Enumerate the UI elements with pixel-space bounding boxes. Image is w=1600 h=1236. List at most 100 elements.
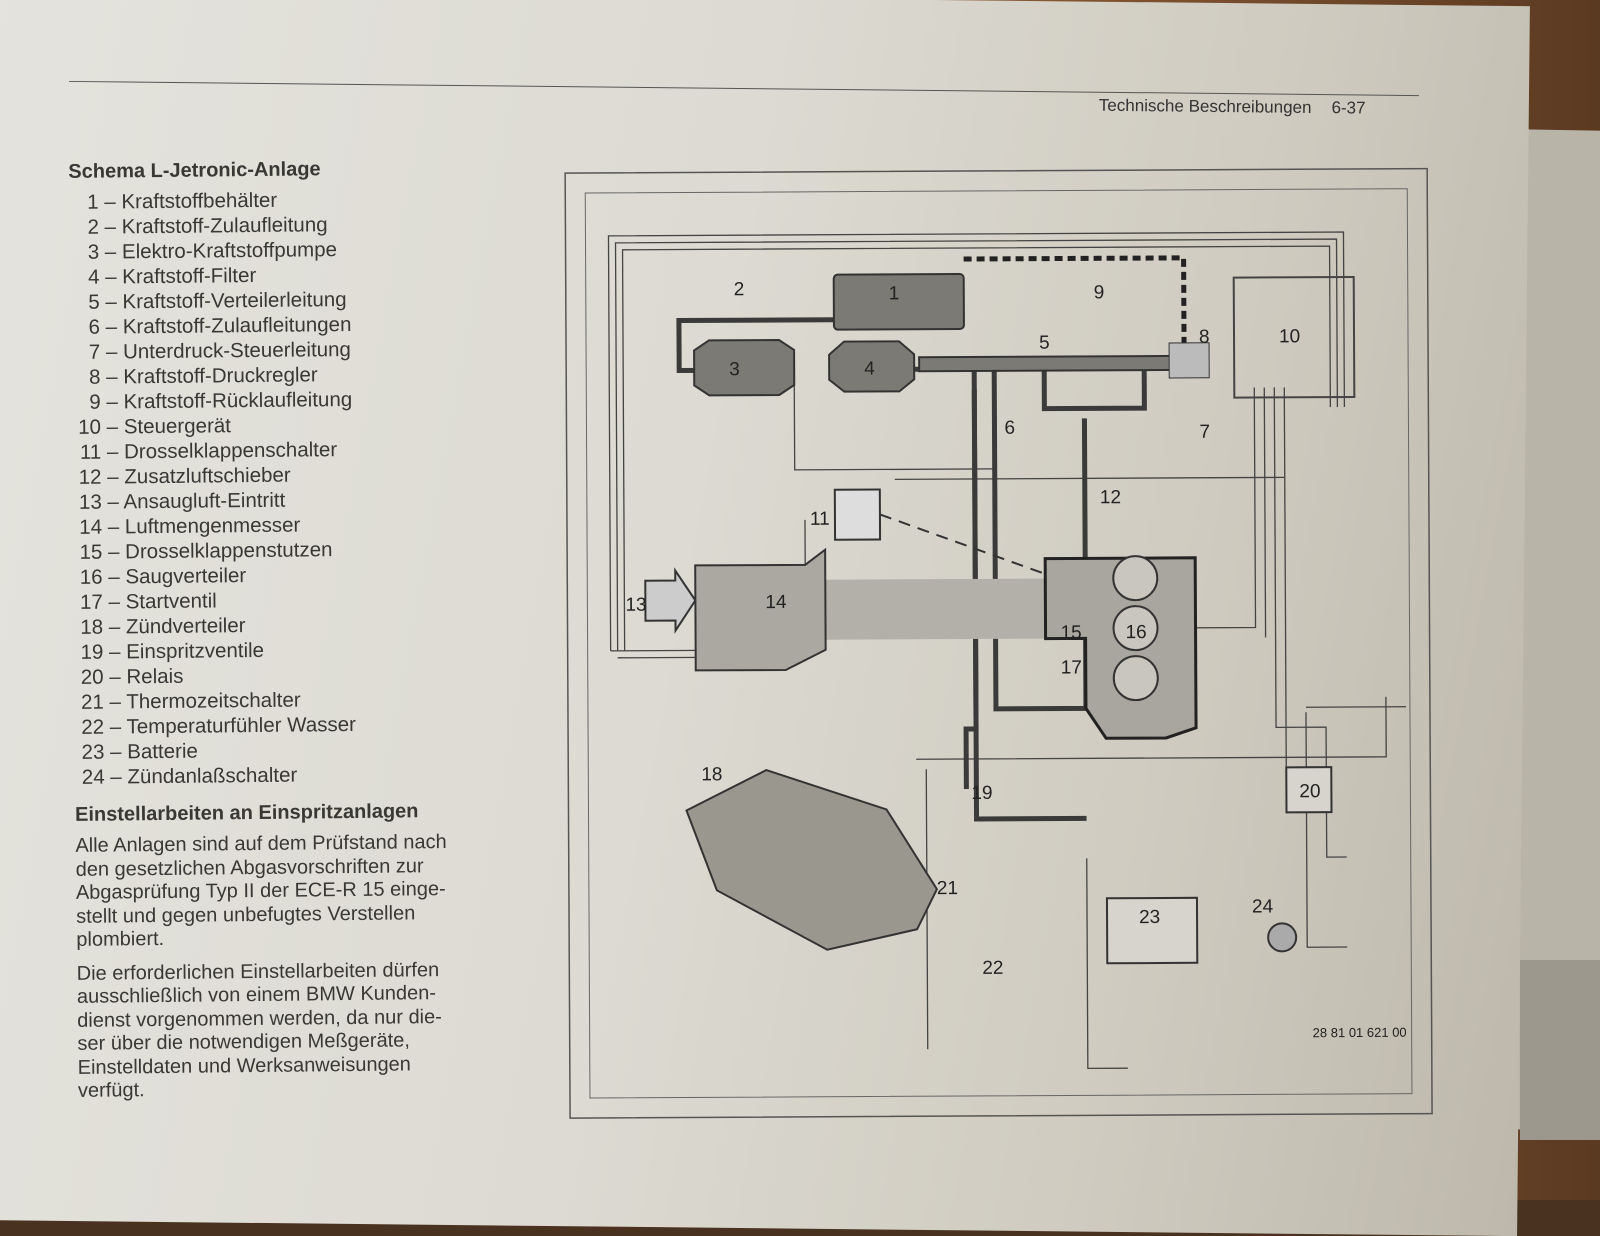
legend-item: 24 – Zündanlaßschalter	[75, 760, 545, 790]
legend-number: 22	[81, 715, 105, 739]
paragraph-line: plombiert.	[76, 927, 165, 951]
legend-number: 15	[79, 540, 103, 564]
legend-label: Saugverteiler	[125, 564, 247, 589]
legend-number: 10	[78, 415, 102, 439]
legend-label: Zündverteiler	[125, 614, 246, 639]
diagram-svg: 1 2 3 4 5 6 7 8 9 10 11 12 13 14 15 16 1…	[564, 167, 1433, 1119]
legend-number: 11	[79, 440, 102, 464]
label-11: 11	[810, 509, 830, 530]
legend-number: 7	[88, 340, 101, 364]
legend-number: 5	[88, 290, 100, 314]
legend-number: 8	[88, 365, 101, 389]
header-rule	[69, 80, 1419, 97]
legend-label: Steuergerät	[123, 414, 232, 439]
paragraph-1: Alle Anlagen sind auf dem Prüfstand nach…	[75, 830, 546, 952]
label-6: 6	[1004, 418, 1015, 439]
legend-number: 19	[80, 640, 104, 664]
engine-block	[685, 768, 939, 951]
label-21: 21	[937, 878, 958, 899]
ignition-switch	[1267, 922, 1298, 953]
legend-label: Kraftstoff-Zulaufleitung	[121, 213, 328, 239]
air-inlet-arrow	[644, 567, 697, 634]
legend-number: 23	[81, 740, 105, 764]
label-4: 4	[864, 358, 875, 379]
legend-label: Drosselklappenschalter	[123, 438, 338, 464]
label-10: 10	[1279, 326, 1300, 347]
label-2: 2	[734, 279, 745, 300]
legend-label: Unterdruck-Steuerleitung	[122, 337, 352, 364]
fuel-filter	[828, 340, 916, 393]
legend-label: Kraftstoff-Rücklaufleitung	[123, 387, 353, 414]
legend-number: 14	[79, 515, 103, 539]
legend-label: Relais	[126, 664, 184, 689]
label-23: 23	[1139, 907, 1160, 928]
label-18: 18	[701, 764, 722, 785]
legend-number: 16	[79, 565, 103, 589]
legend-number: 9	[89, 390, 101, 414]
fuel-rail	[918, 354, 1201, 373]
pressure-regulator	[1168, 342, 1210, 379]
page-number: 6-37	[1331, 98, 1366, 118]
label-7: 7	[1199, 422, 1210, 443]
label-14: 14	[765, 592, 787, 613]
label-13: 13	[625, 595, 646, 616]
legend-number: 21	[80, 690, 105, 714]
label-15: 15	[1061, 622, 1082, 643]
legend-label: Kraftstoff-Zulaufleitungen	[122, 312, 352, 339]
legend-label: Kraftstoff-Filter	[122, 263, 257, 289]
relay	[1285, 766, 1333, 814]
legend-label: Startventil	[125, 589, 217, 614]
throttle-switch	[833, 488, 882, 541]
label-17: 17	[1061, 657, 1082, 678]
label-12: 12	[1100, 487, 1121, 508]
label-3: 3	[729, 359, 740, 380]
underlying-page-tab	[1520, 960, 1600, 1140]
legend-label: Ansaugluft-Eintritt	[123, 488, 286, 514]
intake-manifold	[1043, 556, 1198, 740]
label-16: 16	[1126, 622, 1147, 643]
schema-title: Schema L-Jetronic-Anlage	[68, 158, 321, 183]
paragraph-2: Die erforderlichen Einstellarbeiten dürf…	[77, 957, 548, 1103]
legend-label: Batterie	[127, 739, 198, 764]
legend-label: Elektro-Kraftstoffpumpe	[121, 238, 338, 264]
l-jetronic-diagram: 1 2 3 4 5 6 7 8 9 10 11 12 13 14 15 16 1…	[563, 167, 1438, 1132]
manual-page: Technische Beschreibungen 6-37 Schema L-J…	[0, 0, 1530, 1236]
text-column: Schema L-Jetronic-Anlage 1 – Kraftstoffb…	[68, 156, 548, 1113]
legend-label: Thermozeitschalter	[126, 688, 301, 714]
diagram-inner-frame	[584, 188, 1413, 1099]
legend-number: 20	[80, 665, 104, 689]
legend-number: 1	[87, 190, 99, 214]
legend-number: 3	[87, 240, 100, 264]
label-22: 22	[982, 958, 1003, 979]
manifold-ports	[1112, 555, 1159, 702]
legend-label: Kraftstoff-Druckregler	[123, 363, 318, 389]
legend-number: 24	[81, 765, 105, 789]
drawing-number: 28 81 01 621 00	[1313, 1025, 1407, 1040]
legend-label: Kraftstoff-Verteilerleitung	[122, 288, 347, 314]
legend-label: Drosselklappenstutzen	[124, 538, 333, 564]
legend-number: 2	[87, 215, 100, 239]
legend-label: Temperaturfühler Wasser	[126, 712, 357, 739]
diagram-frame	[564, 167, 1433, 1119]
section-heading: Einstellarbeiten an Einspritzanlagen	[74, 800, 419, 826]
label-1: 1	[889, 283, 900, 304]
legend-label: Zündanlaßschalter	[127, 763, 298, 789]
fuel-tank	[832, 273, 965, 331]
legend-number: 18	[80, 615, 104, 639]
label-20: 20	[1299, 781, 1320, 802]
fuel-pump	[693, 338, 796, 397]
legend-number: 12	[78, 465, 102, 489]
page-header: Technische Beschreibungen 6-37	[1079, 96, 1366, 119]
legend-number: 4	[87, 265, 100, 289]
legend-label: Luftmengenmesser	[124, 513, 301, 539]
control-unit	[1232, 275, 1356, 399]
label-8: 8	[1199, 327, 1210, 348]
label-24: 24	[1252, 896, 1274, 917]
legend-label: Kraftstoffbehälter	[121, 188, 278, 214]
label-9: 9	[1094, 282, 1105, 303]
air-flow-meter	[694, 547, 827, 672]
legend-number: 17	[79, 590, 103, 614]
section-title: Technische Beschreibungen	[1098, 95, 1312, 117]
legend-number: 6	[88, 315, 101, 339]
label-5: 5	[1039, 333, 1050, 354]
